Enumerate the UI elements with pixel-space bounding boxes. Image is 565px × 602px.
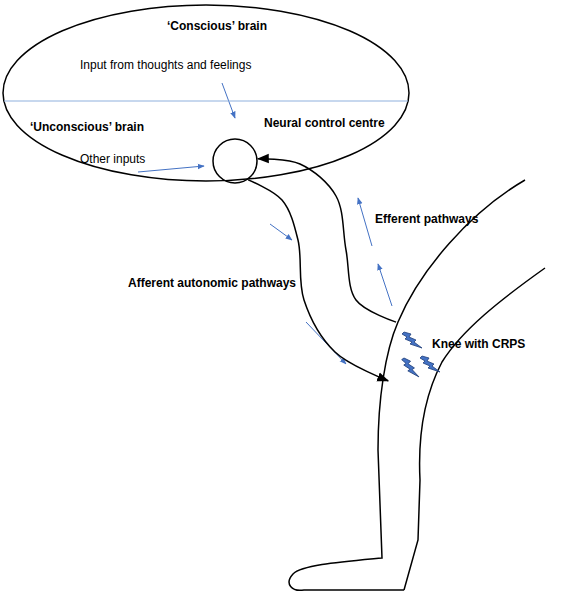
pathway-label: Afferent autonomic pathways — [128, 276, 296, 290]
pain-bolt — [399, 358, 421, 377]
input-arrow — [138, 166, 204, 172]
brain-ellipse: ‘Conscious’ brainInput from thoughts and… — [2, 4, 410, 182]
input-label: Other inputs — [80, 152, 145, 166]
region-heading: ‘Unconscious’ brain — [30, 120, 144, 134]
leg-front-line — [289, 180, 525, 590]
direction-arrow — [378, 264, 392, 306]
pain-bolt — [402, 332, 422, 348]
brain-outline — [3, 5, 409, 181]
node-heading: Knee with CRPS — [432, 337, 525, 351]
control-centre-circle — [212, 138, 258, 184]
control-centre-circle: Neural control centre — [212, 138, 258, 184]
leg-outline: Knee with CRPS — [280, 170, 555, 595]
control-circle — [213, 139, 257, 183]
direction-arrow — [270, 224, 292, 240]
direction-arrow — [358, 198, 372, 246]
input-label: Input from thoughts and feelings — [80, 58, 251, 72]
leg-outline — [280, 170, 555, 595]
leg-back-line — [404, 268, 545, 590]
direction-arrow — [306, 322, 346, 364]
node-heading: Neural control centre — [264, 116, 385, 130]
pathway-arrow — [258, 159, 396, 322]
pain-bolt — [420, 356, 440, 372]
region-heading: ‘Conscious’ brain — [167, 19, 267, 33]
divider-line — [4, 101, 408, 102]
pathway-label: Efferent pathways — [375, 212, 478, 226]
pathway-arrow — [248, 180, 388, 381]
